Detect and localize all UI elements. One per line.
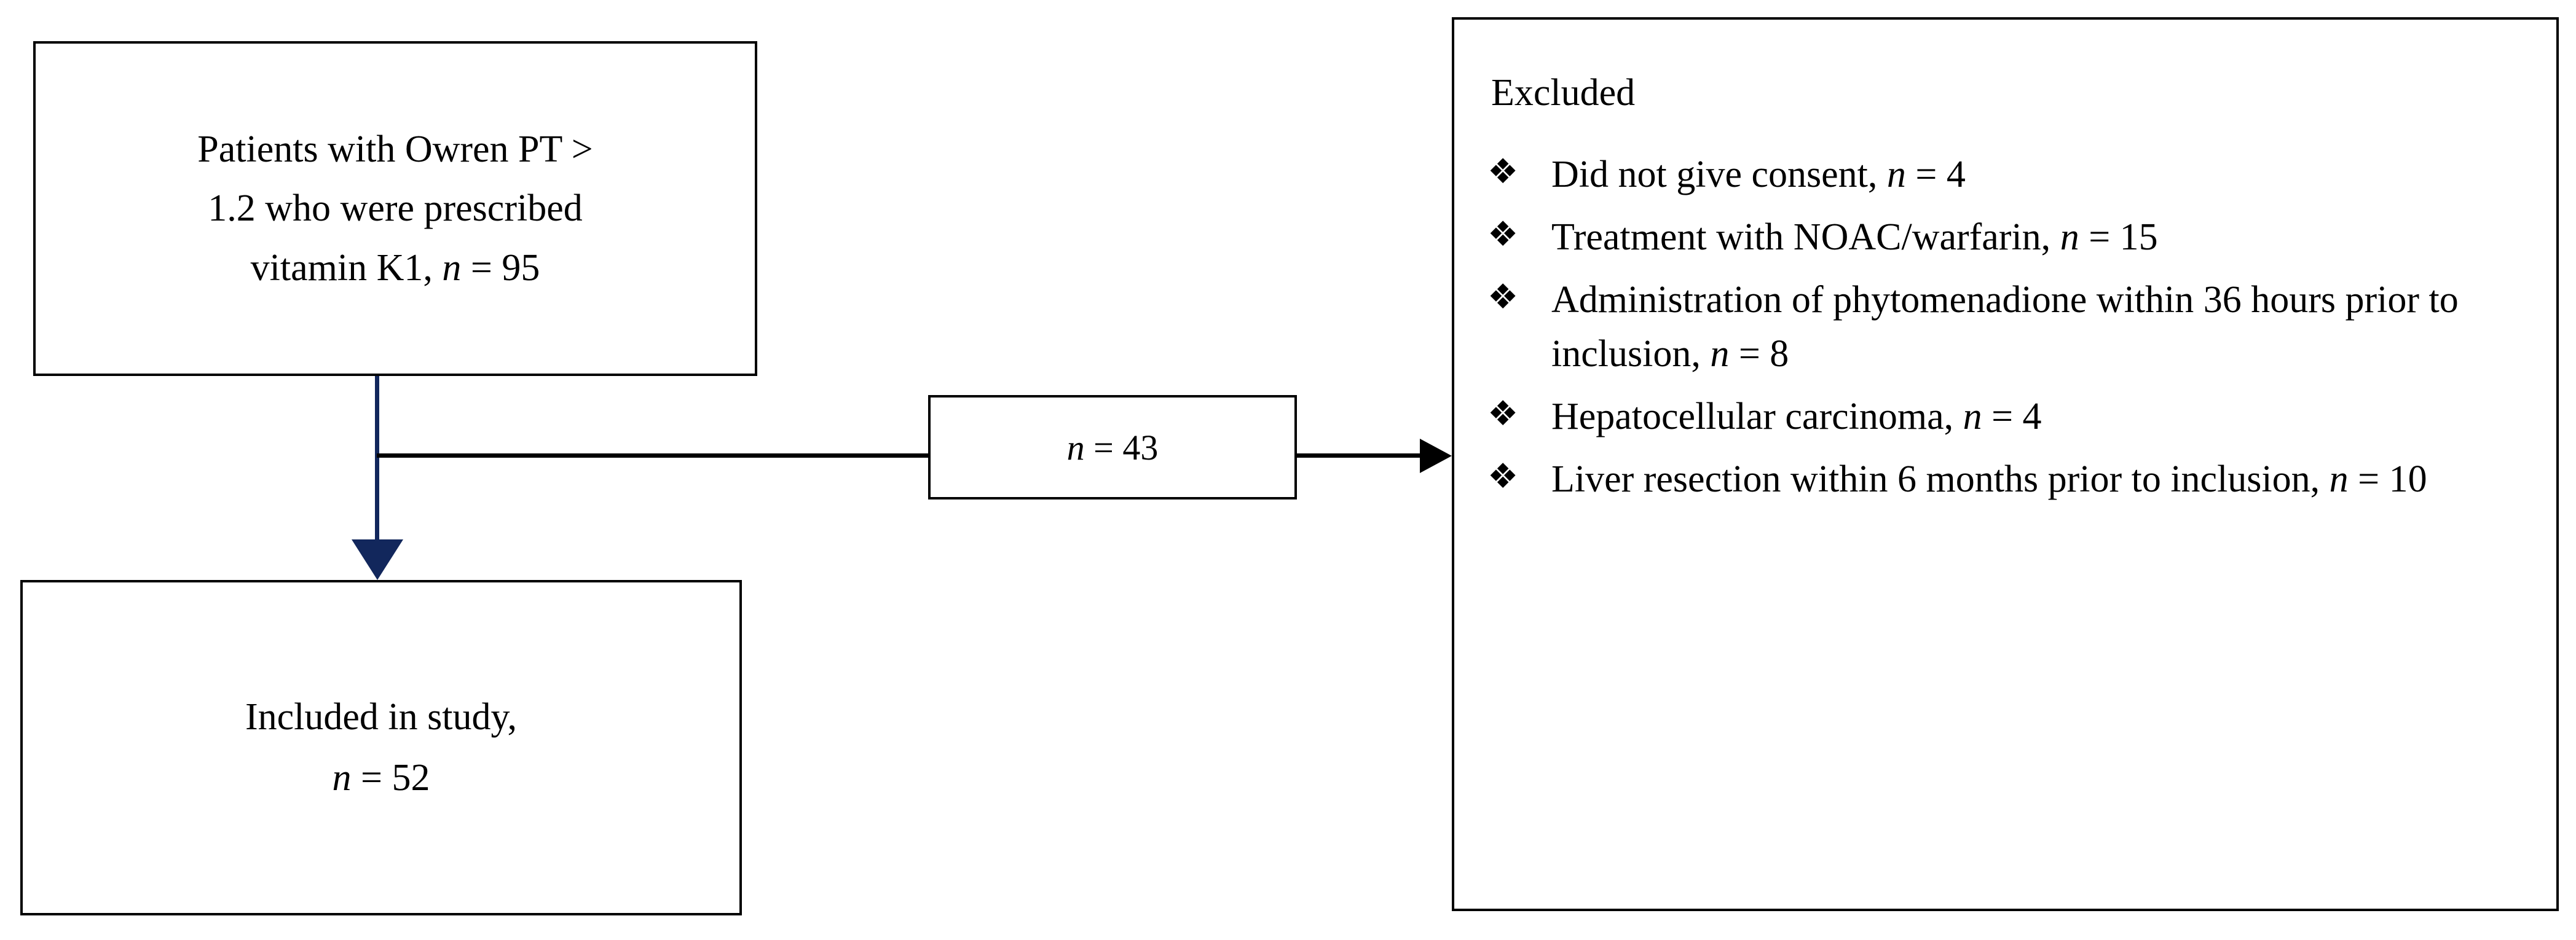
diamond-bullet-icon: ❖ — [1487, 214, 1519, 255]
list-item: ❖ Hepatocellular carcinoma, n = 4 — [1483, 390, 2528, 444]
item-var: n — [2060, 216, 2079, 259]
list-item: ❖ Administration of phytomenadione within… — [1483, 273, 2528, 381]
source-line-3-post: = 95 — [461, 246, 540, 289]
source-population-box: Patients with Owren PT > 1.2 who were pr… — [33, 41, 757, 376]
item-text-pre: Treatment with NOAC/warfarin, — [1551, 216, 2060, 259]
excluded-reasons-box: Excluded ❖ Did not give consent, n = 4 ❖ T… — [1452, 17, 2559, 911]
included-in-study-box: Included in study, n = 52 — [20, 580, 742, 915]
excluded-reasons-list: ❖ Did not give consent, n = 4 ❖ Treatment … — [1483, 147, 2528, 506]
list-item: ❖ Treatment with NOAC/warfarin, n = 15 — [1483, 210, 2528, 264]
diamond-bullet-icon: ❖ — [1487, 277, 1519, 318]
item-var: n — [1710, 333, 1730, 375]
horizontal-connector-line-left — [377, 453, 930, 458]
excluded-count-tag-box: n = 43 — [928, 395, 1297, 499]
included-post: = 52 — [351, 757, 430, 799]
included-var: n — [332, 757, 352, 799]
item-text-post: = 4 — [1982, 396, 2042, 438]
horizontal-arrowhead-icon — [1420, 439, 1452, 473]
item-text-pre: Liver resection within 6 months prior to… — [1551, 458, 2330, 501]
item-var: n — [1886, 154, 1906, 195]
item-text-post: = 4 — [1905, 154, 1966, 195]
source-line-3: vitamin K1, n = 95 — [251, 238, 540, 297]
diamond-bullet-icon: ❖ — [1487, 394, 1519, 434]
source-line-1: Patients with Owren PT > — [197, 128, 593, 171]
tag-var: n — [1066, 427, 1085, 468]
horizontal-connector-line-right — [1295, 453, 1426, 458]
source-line-3-pre: vitamin K1, — [250, 246, 443, 289]
item-text-post: = 10 — [2348, 458, 2427, 501]
item-text-post: = 8 — [1729, 333, 1789, 375]
source-line-3-var: n — [442, 246, 462, 289]
tag-label: n = 43 — [1067, 427, 1159, 468]
diamond-bullet-icon: ❖ — [1487, 456, 1519, 497]
vertical-connector-line — [375, 376, 379, 543]
included-line-2: n = 52 — [333, 748, 430, 809]
item-var: n — [1963, 396, 1982, 438]
item-text-pre: Administration of phytomenadione within … — [1551, 279, 2459, 375]
item-var: n — [2329, 458, 2349, 501]
tag-post: = 43 — [1084, 427, 1159, 468]
excluded-title: Excluded — [1491, 72, 1636, 114]
item-text-post: = 15 — [2079, 216, 2158, 259]
vertical-arrowhead-icon — [352, 539, 403, 580]
included-line-1: Included in study, — [245, 695, 517, 738]
diamond-bullet-icon: ❖ — [1487, 152, 1519, 192]
item-text-pre: Hepatocellular carcinoma, — [1551, 396, 1963, 438]
list-item: ❖ Did not give consent, n = 4 — [1483, 147, 2528, 202]
list-item: ❖ Liver resection within 6 months prior t… — [1483, 452, 2528, 506]
source-line-2: 1.2 who were prescribed — [208, 187, 583, 230]
item-text-pre: Did not give consent, — [1551, 154, 1887, 195]
